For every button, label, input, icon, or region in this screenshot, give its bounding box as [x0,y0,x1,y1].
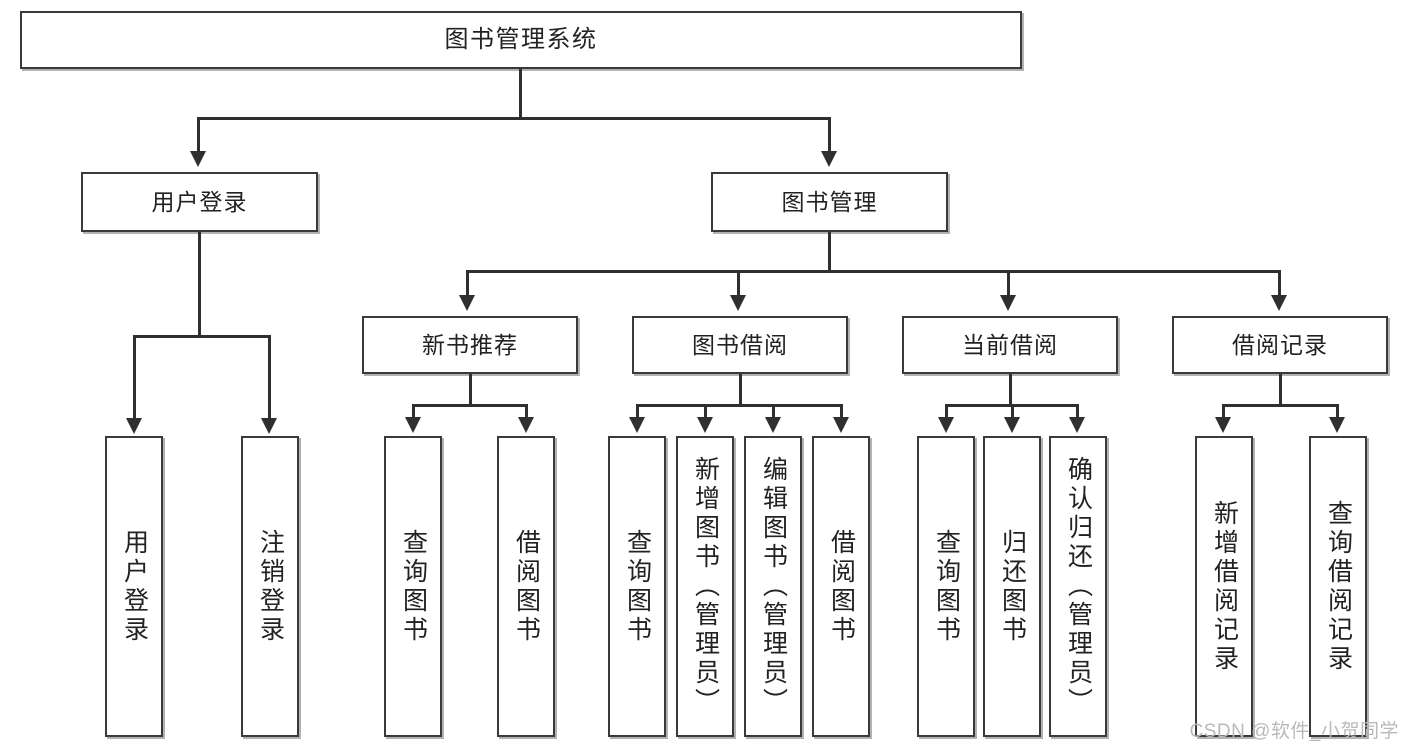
arrow-to-current-borrow [1000,295,1016,311]
edge-root-to-book-manage [828,117,831,153]
node-label: 新书推荐 [422,331,518,358]
arrow-to-leaf-borrow-book-1 [518,417,534,433]
arrow-to-new-book-recommend [459,295,475,311]
node-book-borrow[interactable]: 图书借阅 [632,316,848,374]
node-new-book-recommend[interactable]: 新书推荐 [362,316,578,374]
edge-new-book-drop-2 [525,404,528,419]
node-label: 新增图书（管理员） [691,456,720,717]
edge-user-login-stem [198,232,201,335]
node-label: 图书借阅 [692,331,788,358]
node-user-login[interactable]: 用户登录 [81,172,318,232]
edge-book-manage-drop-2 [737,270,740,297]
leaf-query-book-2[interactable]: 查询图书 [608,436,666,737]
edge-new-book-drop-1 [412,404,415,419]
leaf-query-borrow-record[interactable]: 查询借阅记录 [1309,436,1367,737]
edge-current-borrow-stem [1009,374,1012,406]
edge-book-manage-bus [466,270,1281,273]
edge-book-borrow-drop-1 [636,404,639,419]
arrow-to-book-manage [821,151,837,167]
node-label: 确认归还（管理员） [1064,456,1093,717]
leaf-add-book[interactable]: 新增图书（管理员） [676,436,734,737]
edge-book-manage-stem [828,232,831,272]
arrow-to-leaf-add-borrow-record [1215,417,1231,433]
node-current-borrow[interactable]: 当前借阅 [902,316,1118,374]
arrow-to-leaf-add-book [697,417,713,433]
arrow-to-leaf-confirm-return [1069,417,1085,433]
leaf-logout-login[interactable]: 注销登录 [241,436,299,737]
arrow-to-user-login [190,151,206,167]
edge-user-login-drop-2 [268,335,271,420]
leaf-add-borrow-record[interactable]: 新增借阅记录 [1195,436,1253,737]
leaf-confirm-return[interactable]: 确认归还（管理员） [1049,436,1107,737]
node-label: 查询图书 [932,528,961,645]
node-label: 查询借阅记录 [1324,499,1353,674]
edge-borrow-record-bus [1222,404,1339,407]
node-label: 查询图书 [399,528,428,645]
node-label: 查询图书 [623,528,652,645]
arrow-to-leaf-query-book-3 [938,417,954,433]
leaf-edit-book[interactable]: 编辑图书（管理员） [744,436,802,737]
node-label: 图书管理 [781,188,878,215]
edge-book-borrow-drop-2 [704,404,707,419]
leaf-borrow-book-1[interactable]: 借阅图书 [497,436,555,737]
edge-book-manage-drop-4 [1278,270,1281,297]
edge-root-bus [197,117,831,120]
arrow-to-leaf-edit-book [765,417,781,433]
node-label: 注销登录 [256,528,285,645]
node-borrow-record[interactable]: 借阅记录 [1172,316,1388,374]
node-label: 归还图书 [998,528,1027,645]
edge-book-borrow-drop-4 [840,404,843,419]
edge-borrow-record-drop-2 [1336,404,1339,419]
leaf-borrow-book-2[interactable]: 借阅图书 [812,436,870,737]
arrow-to-leaf-query-borrow-record [1329,417,1345,433]
node-label: 图书管理系统 [444,26,598,54]
node-label: 用户登录 [151,188,248,215]
node-book-manage[interactable]: 图书管理 [711,172,948,232]
node-label: 借阅图书 [512,528,541,645]
arrow-to-leaf-logout-login [261,418,277,434]
edge-book-borrow-drop-3 [772,404,775,419]
edge-current-borrow-drop-2 [1011,404,1014,419]
node-label: 用户登录 [120,528,149,645]
edge-book-manage-drop-3 [1007,270,1010,297]
node-system-title[interactable]: 图书管理系统 [20,11,1022,69]
leaf-user-login[interactable]: 用户登录 [105,436,163,737]
edge-current-borrow-drop-3 [1076,404,1079,419]
node-label: 借阅图书 [827,528,856,645]
arrow-to-leaf-user-login [126,418,142,434]
node-label: 编辑图书（管理员） [759,456,788,717]
edge-user-login-bus [133,335,270,338]
edge-new-book-stem [469,374,472,406]
node-label: 借阅记录 [1232,331,1328,358]
leaf-query-book-1[interactable]: 查询图书 [384,436,442,737]
arrow-to-borrow-record [1271,295,1287,311]
edge-book-manage-drop-1 [466,270,469,297]
leaf-query-book-3[interactable]: 查询图书 [917,436,975,737]
edge-root-stem [519,69,522,117]
arrow-to-leaf-query-book-1 [405,417,421,433]
edge-new-book-bus [412,404,528,407]
edge-current-borrow-drop-1 [945,404,948,419]
arrow-to-book-borrow [730,295,746,311]
node-label: 新增借阅记录 [1210,499,1239,674]
edge-borrow-record-drop-1 [1222,404,1225,419]
arrow-to-leaf-borrow-book-2 [833,417,849,433]
edge-borrow-record-stem [1279,374,1282,406]
edge-book-borrow-bus [636,404,840,407]
edge-book-borrow-stem [739,374,742,406]
leaf-return-book[interactable]: 归还图书 [983,436,1041,737]
edge-user-login-drop-1 [133,335,136,420]
node-label: 当前借阅 [962,331,1058,358]
arrow-to-leaf-return-book [1004,417,1020,433]
arrow-to-leaf-query-book-2 [629,417,645,433]
edge-root-to-user-login [197,117,200,153]
